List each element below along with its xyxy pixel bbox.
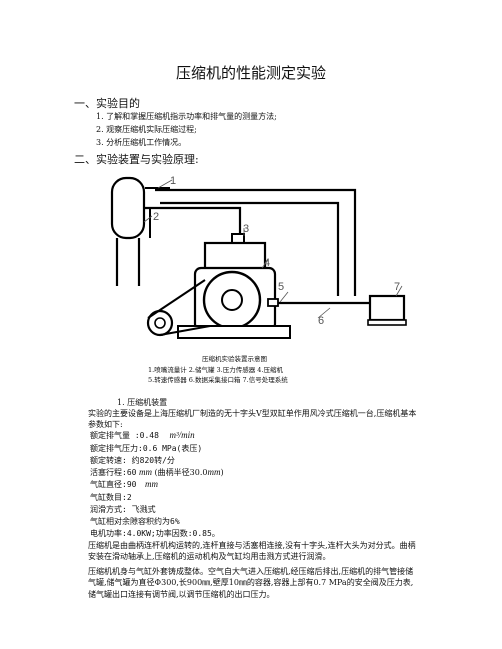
diagram-caption-row2: 5.转速传感器 6.数据采集接口箱 7.信号处理系统 bbox=[148, 376, 288, 384]
param-piston-stroke: 活塞行程:60 mm (曲柄半径30.0mm) bbox=[90, 467, 224, 477]
param-lubrication: 润滑方式: 飞溅式 bbox=[90, 505, 156, 514]
rev-sensor bbox=[267, 298, 279, 307]
subsection-heading: 1. 压缩机装置 bbox=[117, 398, 168, 407]
param-cylinder-count: 气缸数目:2 bbox=[90, 493, 132, 502]
label-1: 1 bbox=[170, 175, 176, 187]
label-3: 3 bbox=[243, 223, 249, 235]
param-rated-speed: 额定转速: 约820转/分 bbox=[90, 456, 175, 465]
intro-paragraph: 实验的主要设备是上海压缩机厂制造的无十字头V型双缸单作用风冷式压缩机一台,压缩机… bbox=[88, 409, 417, 430]
pipe-top bbox=[155, 188, 357, 296]
diagram-caption-title: 压缩机实验装置示意图 bbox=[202, 355, 267, 363]
label-5: 5 bbox=[278, 281, 284, 293]
pipe-tank-compressor bbox=[140, 206, 242, 238]
list-item: 2. 观察压缩机实际压缩过程; bbox=[96, 125, 197, 134]
section-heading-apparatus: 二、实验装置与实验原理: bbox=[74, 153, 199, 166]
gas-tank bbox=[110, 176, 146, 286]
paragraph-mechanism: 压缩机是由曲柄连杆机构运转的,连杆直接与活塞相连接,没有十字头,连杆大头为对分式… bbox=[88, 541, 416, 562]
param-rated-pressure: 额定排气压力:0.6 MPa(表压) bbox=[90, 444, 203, 453]
piping bbox=[140, 188, 370, 305]
label-4: 4 bbox=[264, 257, 270, 269]
param-clearance: 气缸相对余隙容积约为6% bbox=[90, 517, 180, 526]
paragraph-construction: 压缩机机身与气缸外套铸成整体。空气自大气进入压缩机,经压缩后排出,压缩机的排气管… bbox=[88, 567, 414, 599]
label-6: 6 bbox=[318, 315, 324, 327]
label-2: 2 bbox=[153, 211, 159, 223]
pipe-inner bbox=[160, 201, 340, 296]
section-heading-objectives: 一、实验目的 bbox=[74, 97, 140, 110]
flow-meter-stand bbox=[145, 187, 170, 238]
param-motor-power: 电机功率:4.0KW;功率因数:0.85。 bbox=[90, 529, 220, 538]
motor bbox=[146, 279, 211, 337]
signal-processing-box bbox=[367, 294, 407, 326]
param-cylinder-diameter: 气缸直径:90 mm bbox=[90, 479, 158, 489]
page-title: 压缩机的性能测定实验 bbox=[175, 64, 326, 82]
apparatus-diagram: 1 2 3 4 5 6 7 bbox=[110, 175, 407, 339]
label-7: 7 bbox=[394, 281, 400, 293]
list-item: 3. 分析压缩机工作情况。 bbox=[96, 138, 187, 147]
param-rated-displacement: 额定排气量 :0.48 m³/min bbox=[90, 430, 195, 440]
list-item: 1. 了解和掌握压缩机指示功率和排气量的测量方法; bbox=[96, 112, 277, 121]
compressor bbox=[177, 233, 291, 339]
diagram-caption-row1: 1.喷嘴流量计 2.储气罐 3.压力传感器 4.压缩机 bbox=[148, 366, 284, 374]
